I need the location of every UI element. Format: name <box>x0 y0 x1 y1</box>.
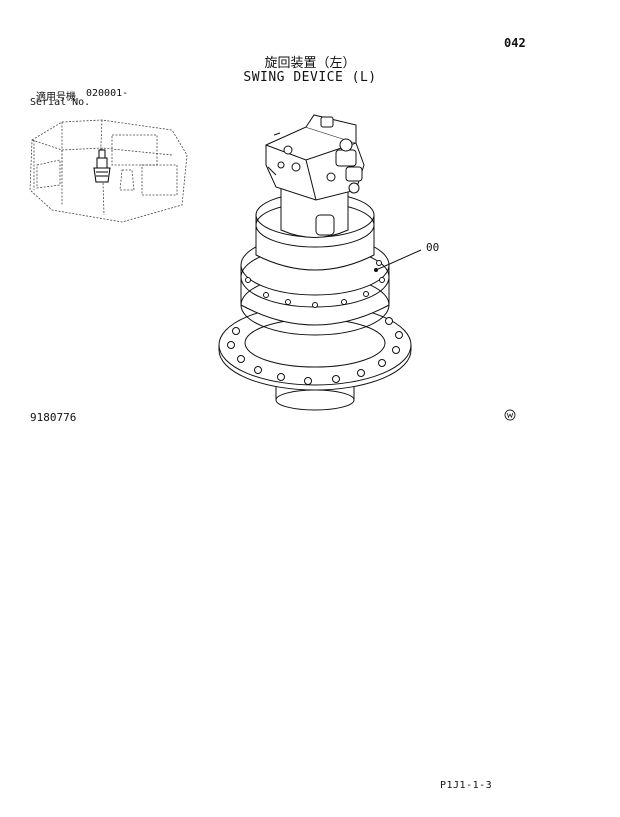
w-circle-icon <box>504 409 516 421</box>
callout-label: 00 <box>426 241 440 254</box>
serial-range: 020001- <box>86 88 129 99</box>
page-number: 042 <box>504 36 526 50</box>
title-english: SWING DEVICE (L) <box>243 70 377 85</box>
footer-code: P1J1-1-3 <box>440 780 493 791</box>
title-japanese: 旋回装置（左） <box>264 56 356 71</box>
serial-label-japanese: 適用号機 <box>36 92 76 103</box>
machine-overview-icon <box>29 119 188 223</box>
serial-label-english: Serial No. <box>30 97 91 108</box>
swing-device-drawing <box>218 114 422 411</box>
illustration-number: 9180776 <box>30 411 77 424</box>
